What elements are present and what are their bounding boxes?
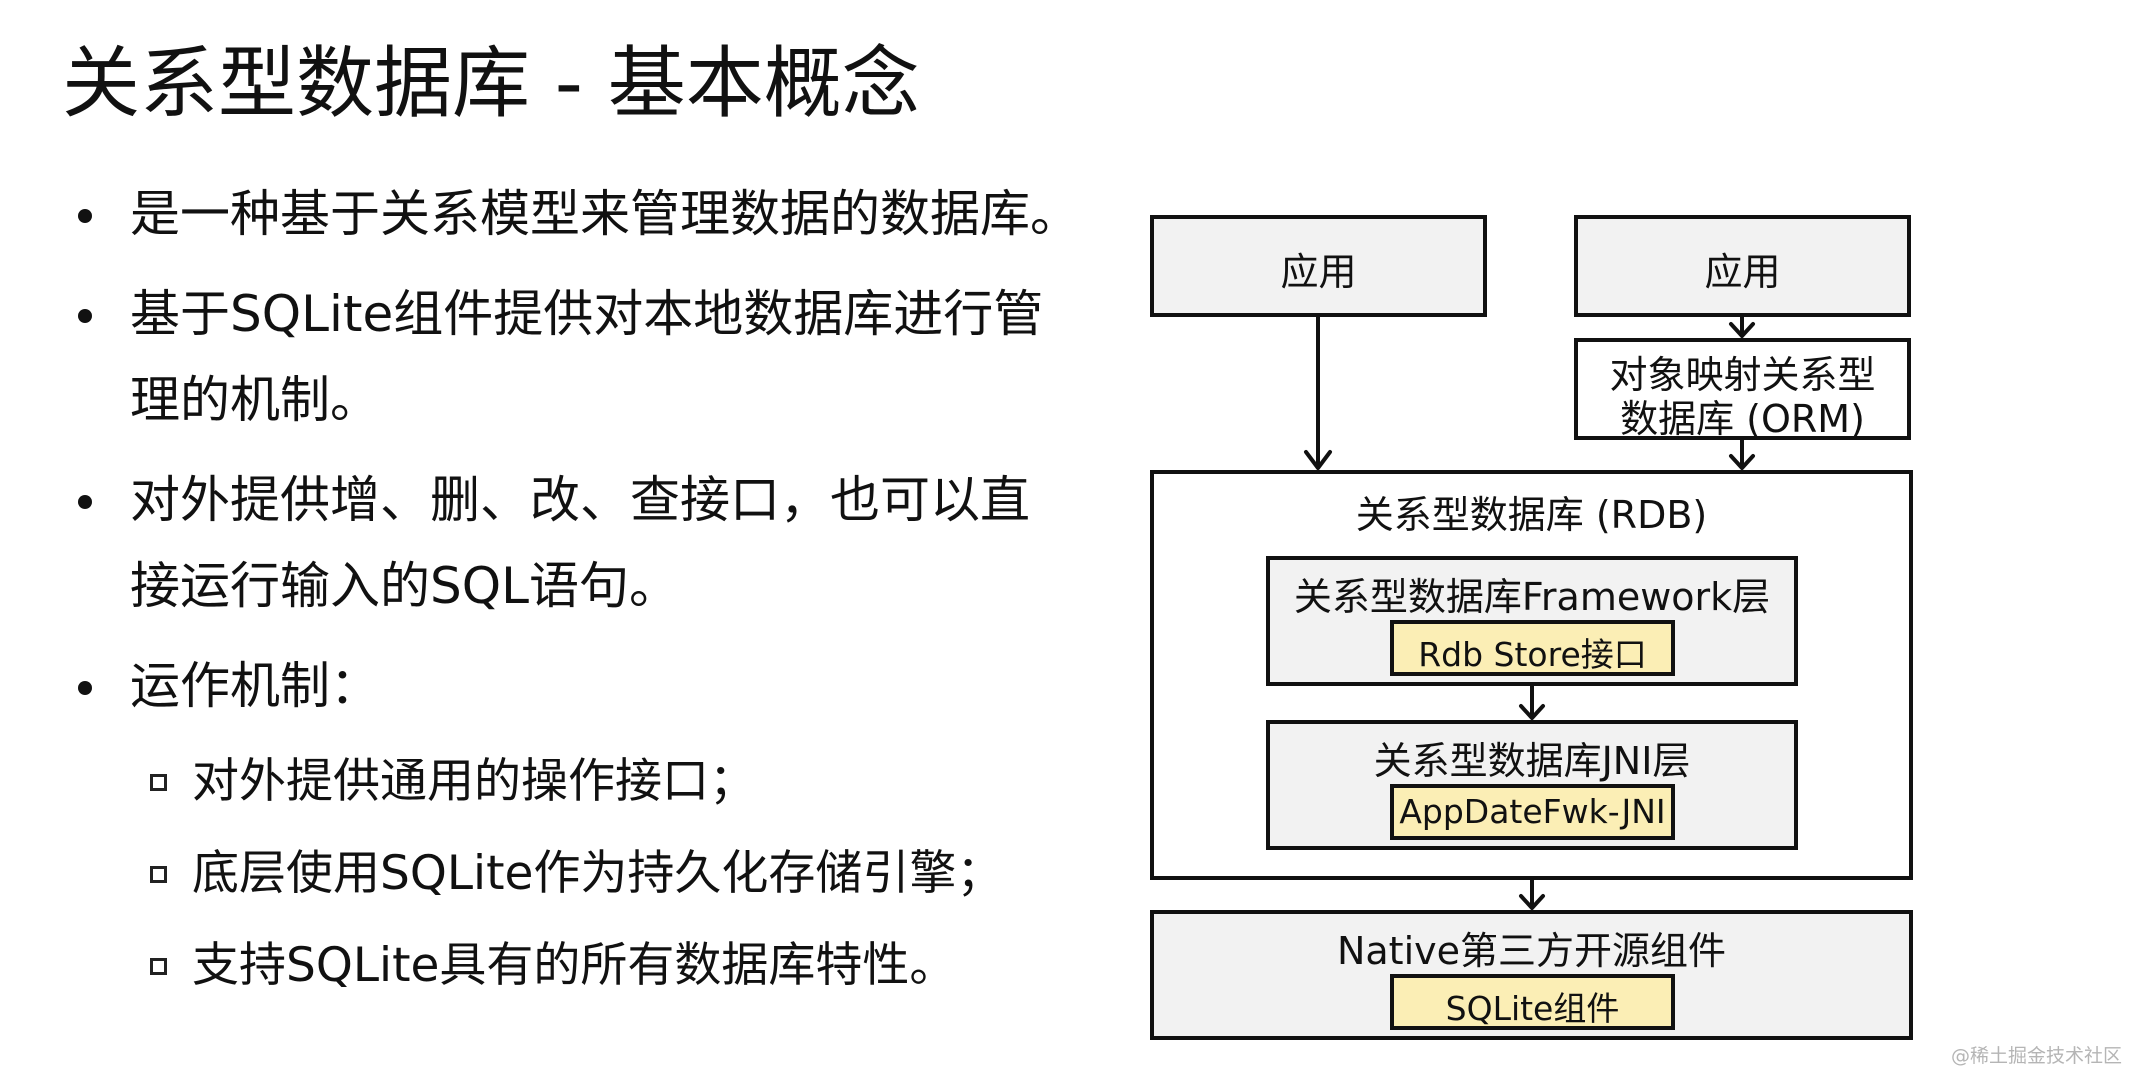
rdb-label: 关系型数据库 (RDB)	[1355, 493, 1708, 537]
sub-bullet-square	[150, 958, 167, 975]
orm-box: 对象映射关系型 数据库 (ORM)	[1574, 338, 1911, 441]
arrowhead-app-to-rdb	[1304, 450, 1332, 470]
sub-bullet-square	[150, 866, 167, 883]
bullet-2-line-2: 理的机制。	[130, 371, 380, 429]
page-title: 关系型数据库 - 基本概念	[62, 39, 920, 129]
bullet-4-line-1: 运作机制：	[130, 657, 380, 715]
rdb-store-box: Rdb Store接口	[1390, 620, 1675, 676]
native-label: Native第三方开源组件	[1336, 929, 1727, 973]
app-label-right: 应用	[1704, 250, 1781, 294]
rdb-store-label: Rdb Store接口	[1418, 635, 1647, 674]
jni-component-label: AppDateFwk-JNI	[1399, 792, 1666, 831]
sub-bullet-square	[150, 774, 167, 791]
sqlite-box: SQLite组件	[1390, 974, 1675, 1030]
bullet-1-line-1: 是一种基于关系模型来管理数据的数据库。	[130, 185, 1080, 243]
bullet-dot	[78, 681, 92, 695]
app-label-left: 应用	[1280, 250, 1357, 294]
bullet-dot	[78, 495, 92, 509]
jni-component-box: AppDateFwk-JNI	[1390, 784, 1675, 840]
watermark: @稀土掘金技术社区	[1950, 1045, 2122, 1067]
arrowhead-orm-to-rdb	[1729, 454, 1755, 470]
framework-layer-label: 关系型数据库Framework层	[1293, 575, 1771, 619]
sqlite-label: SQLite组件	[1445, 989, 1620, 1028]
bullet-3-line-2: 接运行输入的SQL语句。	[130, 557, 679, 615]
jni-layer-label: 关系型数据库JNI层	[1373, 739, 1691, 783]
app-box-left: 应用	[1150, 215, 1487, 317]
sub-bullet-1: 对外提供通用的操作接口；	[192, 754, 756, 809]
orm-label-line-1: 对象映射关系型	[1609, 353, 1876, 397]
bullet-dot	[78, 309, 92, 323]
sub-bullet-3: 支持SQLite具有的所有数据库特性。	[192, 938, 957, 993]
app-box-right: 应用	[1574, 215, 1911, 317]
bullet-2-line-1: 基于SQLite组件提供对本地数据库进行管	[130, 285, 1044, 343]
arrowhead-framework-to-jni	[1519, 704, 1545, 720]
sub-bullet-2: 底层使用SQLite作为持久化存储引擎；	[192, 846, 1004, 901]
arrowhead-app-to-orm	[1729, 322, 1755, 338]
bullet-dot	[78, 209, 92, 223]
arrowhead-rdb-to-native	[1519, 894, 1545, 910]
orm-label-line-2: 数据库 (ORM)	[1620, 397, 1865, 441]
bullet-3-line-1: 对外提供增、删、改、查接口，也可以直	[130, 471, 1030, 529]
